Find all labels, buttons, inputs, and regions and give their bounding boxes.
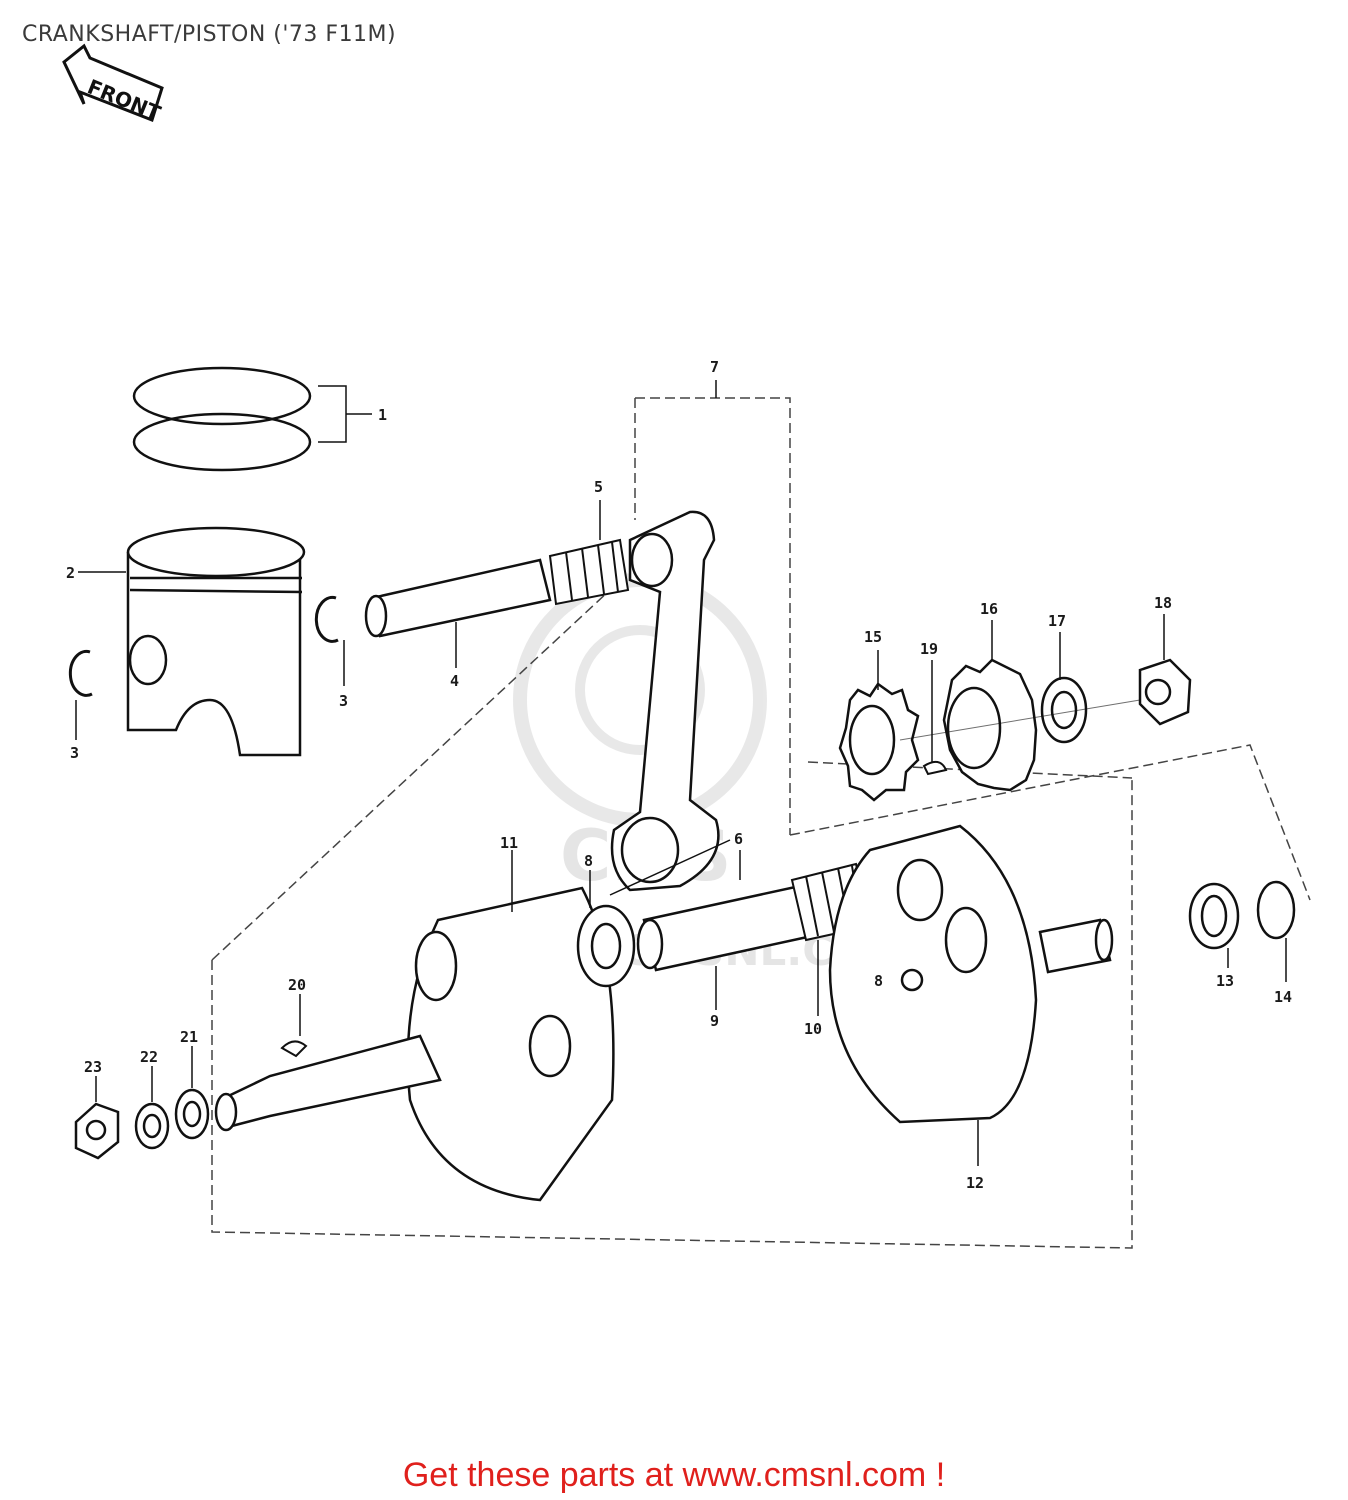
- callout-12: 12: [966, 1174, 984, 1192]
- oil-seal: [1188, 882, 1240, 950]
- callout-22: 22: [140, 1048, 158, 1066]
- crank-washer-22: [134, 1102, 170, 1150]
- piston: [126, 526, 306, 757]
- side-washer-left: [576, 904, 636, 988]
- callout-20: 20: [288, 976, 306, 994]
- crank-washer-21: [174, 1088, 210, 1140]
- callout-17: 17: [1048, 612, 1066, 630]
- o-ring: [1256, 880, 1296, 940]
- crank-half-left: [214, 886, 615, 1202]
- callout-2: 2: [66, 564, 75, 582]
- callout-3: 3: [339, 692, 348, 710]
- front-arrow-icon: FRONT: [62, 43, 164, 125]
- woodruff-key-crank: [280, 1040, 308, 1058]
- callout-19: 19: [920, 640, 938, 658]
- cmsnl-link[interactable]: Get these parts at www.cmsnl.com !: [402, 1456, 946, 1494]
- callout-9: 9: [710, 1012, 719, 1030]
- callout-8: 8: [584, 852, 593, 870]
- callout-13: 13: [1216, 972, 1234, 990]
- con-rod-assembly-bracket: [635, 397, 791, 835]
- callout-6: 6: [734, 830, 743, 848]
- callout-1: 1: [378, 406, 387, 424]
- small-end-bearing: [548, 538, 630, 606]
- gear-nut: [1138, 658, 1192, 726]
- callout-8: 8: [874, 972, 883, 990]
- callout-14: 14: [1274, 988, 1292, 1006]
- piston-rings: [132, 366, 312, 472]
- callout-18: 18: [1154, 594, 1172, 612]
- callout-10: 10: [804, 1020, 822, 1038]
- callout-4: 4: [450, 672, 459, 690]
- circlip-right: [314, 595, 339, 643]
- callout-15: 15: [864, 628, 882, 646]
- callout-labels: 1 2 3 3 4 5 6 7 8 8 9 10 11 12 13 14 15 …: [66, 358, 1292, 1192]
- callout-3: 3: [70, 744, 79, 762]
- thrust-washer: [1040, 676, 1088, 744]
- callout-21: 21: [180, 1028, 198, 1046]
- callout-11: 11: [500, 834, 518, 852]
- woodruff-key-gear: [922, 760, 948, 776]
- callout-23: 23: [84, 1058, 102, 1076]
- connecting-rod: [610, 510, 720, 892]
- crankshaft-to-rod-guide: [211, 589, 611, 961]
- crankshaft-assembly-frame: [211, 778, 1133, 1249]
- gear-group-guide: [789, 744, 1311, 901]
- circlip-left: [68, 649, 93, 697]
- primary-gear-small: [838, 682, 920, 802]
- exploded-parts-diagram: CMS WWW.CMSNL.COM FRONT: [62, 43, 1311, 1249]
- callout-16: 16: [980, 600, 998, 618]
- crank-half-right: [828, 824, 1114, 1124]
- page-title: CRANKSHAFT/PISTON ('73 F11M): [22, 22, 397, 47]
- callout-5: 5: [594, 478, 603, 496]
- callout-7: 7: [710, 358, 719, 376]
- piston-pin: [364, 558, 552, 638]
